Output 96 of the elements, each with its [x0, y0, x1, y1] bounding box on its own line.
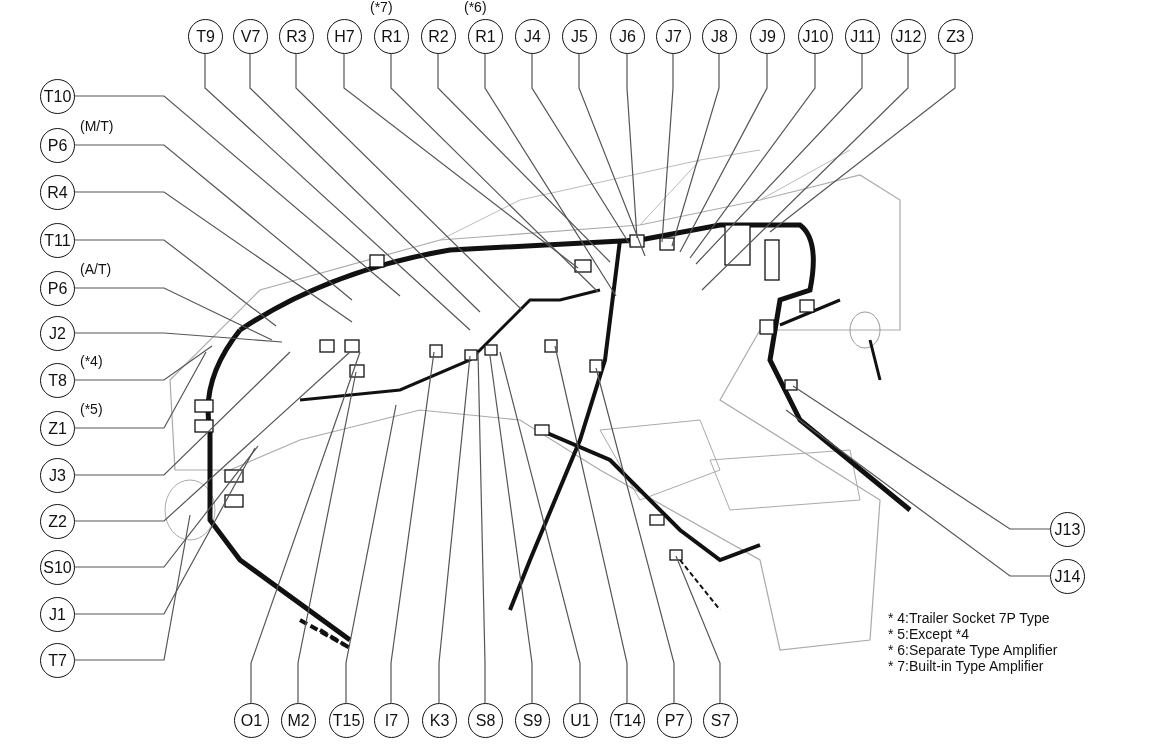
- callout-number: K3: [422, 703, 457, 738]
- leader-line: [73, 351, 291, 476]
- callout-number: S10: [40, 550, 75, 585]
- leader-line: [484, 52, 617, 297]
- leader-line: [785, 409, 1051, 577]
- leader-line: [477, 351, 486, 704]
- callout-number: S9: [515, 703, 550, 738]
- leader-line: [499, 351, 581, 704]
- callout-number: P6: [40, 271, 75, 306]
- callout-number: J4: [515, 19, 550, 54]
- callout-number: T7: [40, 643, 75, 678]
- callout-number: Z2: [40, 504, 75, 539]
- leader-line: [671, 52, 720, 247]
- leader-line: [438, 355, 471, 704]
- leader-line: [626, 52, 638, 239]
- note-mark: (M/T): [80, 118, 114, 134]
- leader-line: [595, 367, 675, 704]
- leader-line: [390, 351, 435, 704]
- leader-line: [73, 514, 191, 661]
- leader-line: [297, 371, 357, 704]
- leader-line: [531, 52, 633, 249]
- note-mark: (A/T): [80, 261, 112, 277]
- callout-number: T10: [40, 79, 75, 114]
- leader-line: [578, 52, 646, 257]
- leader-line: [73, 351, 207, 429]
- note-mark: (*5): [80, 401, 103, 417]
- callout-number: T14: [610, 703, 645, 738]
- note-mark: (*4): [80, 353, 103, 369]
- leader-line: [345, 404, 397, 704]
- callout-number: J2: [40, 316, 75, 351]
- footnote: * 6:Separate Type Amplifier: [888, 642, 1059, 658]
- callout-number: J13: [1050, 512, 1085, 547]
- note-mark: (*6): [464, 0, 487, 15]
- leader-line: [679, 52, 768, 253]
- leader-line: [73, 445, 259, 568]
- leader-line: [695, 52, 863, 265]
- note-mark: (*7): [370, 0, 393, 15]
- callout-number: U1: [563, 703, 598, 738]
- leader-line: [73, 287, 273, 341]
- leader-line: [204, 52, 471, 331]
- callout-number: R1: [374, 19, 409, 54]
- leader-line: [769, 52, 956, 233]
- callout-number: J11: [845, 19, 880, 54]
- callout-number: T15: [329, 703, 364, 738]
- callout-number: J14: [1050, 559, 1085, 594]
- callout-number: J8: [702, 19, 737, 54]
- leader-line: [390, 52, 599, 293]
- callout-number: S7: [703, 703, 738, 738]
- callout-number: Z3: [938, 19, 973, 54]
- callout-number: J6: [610, 19, 645, 54]
- callout-number: M2: [281, 703, 316, 738]
- callout-number: R3: [279, 19, 314, 54]
- callout-number: Z1: [40, 411, 75, 446]
- callout-number: J1: [40, 597, 75, 632]
- callout-number: R2: [421, 19, 456, 54]
- leader-line: [661, 52, 674, 243]
- callout-number: T8: [40, 363, 75, 398]
- callout-number: P7: [657, 703, 692, 738]
- leader-line: [343, 52, 579, 269]
- leader-line: [73, 191, 353, 323]
- leader-line: [73, 95, 401, 297]
- callout-number: J9: [750, 19, 785, 54]
- leader-line: [675, 555, 721, 704]
- footnote: * 4:Trailer Socket 7P Type: [888, 610, 1051, 626]
- callout-number: J7: [656, 19, 691, 54]
- callout-number: T11: [40, 223, 75, 258]
- leader-line: [73, 332, 283, 343]
- leader-line: [489, 355, 533, 704]
- leader-line: [250, 351, 361, 704]
- callout-number: I7: [374, 703, 409, 738]
- leader-line: [295, 52, 523, 311]
- callout-number: J12: [891, 19, 926, 54]
- footnote: * 7:Built-in Type Amplifier: [888, 658, 1045, 674]
- footnote: * 5:Except *4: [888, 626, 970, 642]
- callout-number: J3: [40, 458, 75, 493]
- callout-number: R1: [468, 19, 503, 54]
- leader-line: [689, 52, 816, 259]
- leader-line: [73, 351, 351, 522]
- callout-number: S8: [468, 703, 503, 738]
- callout-number: P6: [40, 128, 75, 163]
- leader-line: [701, 52, 909, 291]
- leader-line: [73, 345, 213, 381]
- callout-number: V7: [233, 19, 268, 54]
- leader-line: [73, 144, 353, 301]
- callout-number: J5: [562, 19, 597, 54]
- leader-line: [437, 52, 611, 263]
- leader-line: [792, 385, 1051, 530]
- callout-number: R4: [40, 175, 75, 210]
- callout-number: T9: [188, 19, 223, 54]
- leader-line: [73, 447, 256, 615]
- leader-line: [249, 52, 481, 313]
- callout-number: O1: [234, 703, 269, 738]
- callout-number: H7: [327, 19, 362, 54]
- callout-number: J10: [798, 19, 833, 54]
- leader-line: [554, 345, 628, 704]
- leader-line: [73, 239, 277, 327]
